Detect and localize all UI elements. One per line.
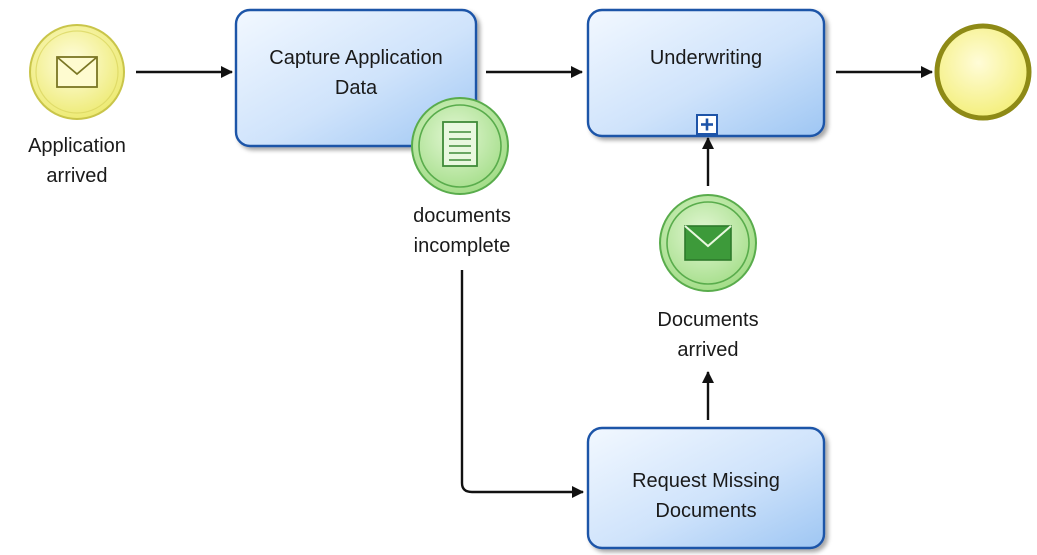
task-underwriting-label: Underwriting (650, 47, 762, 69)
envelope-icon (684, 225, 732, 261)
end-event-circle[interactable] (934, 23, 1032, 121)
task-request-missing-documents[interactable]: Request Missing Documents (586, 426, 826, 550)
start-event-label-line1: Application (28, 135, 126, 157)
task-capture-label-line2: Data (335, 77, 378, 99)
envelope-icon (56, 56, 98, 88)
boundary-event-label-line1: documents (413, 205, 511, 227)
start-event-application-arrived[interactable]: Application arrived (28, 24, 126, 187)
intermediate-event-label-line1: Documents (657, 309, 758, 331)
task-request-box[interactable] (586, 426, 826, 550)
intermediate-event-inner-ring (666, 201, 750, 285)
boundary-event-label-line2: incomplete (414, 235, 511, 257)
task-underwriting[interactable]: Underwriting (586, 8, 826, 138)
sequence-flows (136, 66, 933, 498)
start-event-label-line2: arrived (46, 165, 107, 187)
task-underwriting-box[interactable] (586, 8, 826, 138)
document-icon (442, 121, 478, 167)
task-request-label-line1: Request Missing (632, 470, 780, 492)
task-request-label-line2: Documents (655, 500, 756, 522)
plus-icon[interactable] (696, 114, 718, 135)
boundary-event-documents-incomplete[interactable]: documents incomplete (411, 97, 511, 257)
task-capture-label-line1: Capture Application (269, 47, 442, 69)
boundary-event-inner-ring (418, 104, 502, 188)
task-capture-application-data[interactable]: Capture Application Data (234, 8, 478, 148)
intermediate-event-documents-arrived[interactable]: Documents arrived (657, 194, 759, 361)
intermediate-event-label-line2: arrived (677, 339, 738, 361)
task-capture-box[interactable] (234, 8, 478, 148)
end-event[interactable] (934, 23, 1032, 121)
flow-incomplete-to-request[interactable] (460, 270, 584, 498)
start-event-inner-ring (35, 30, 119, 114)
